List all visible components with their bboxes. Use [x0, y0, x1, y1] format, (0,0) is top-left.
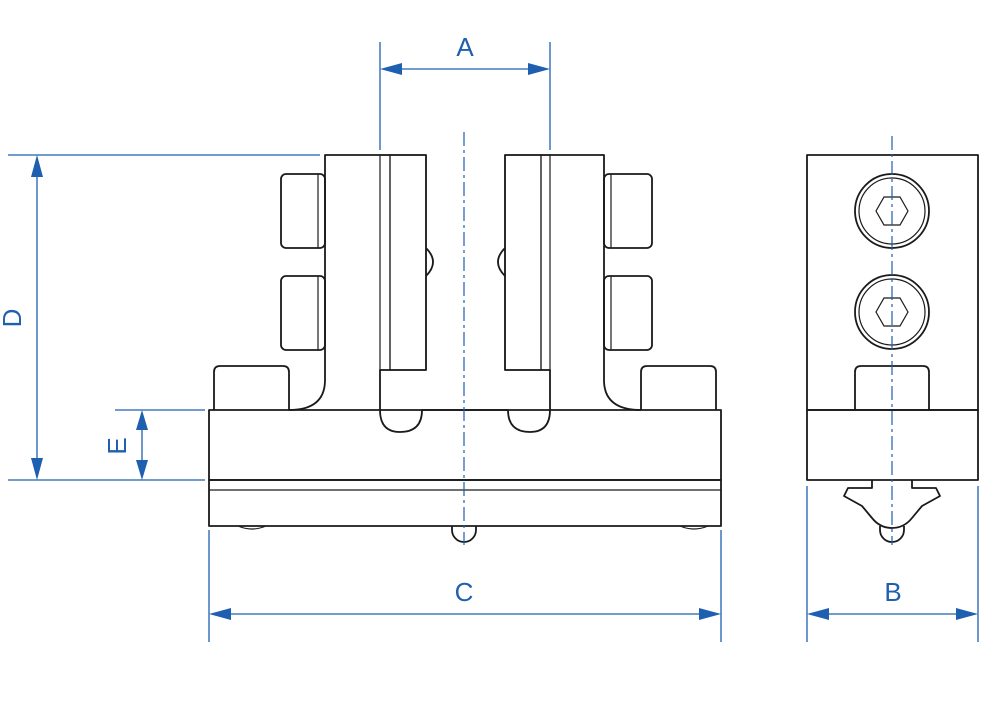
front-view [208, 132, 722, 545]
dimension-label-c: C [455, 577, 474, 607]
front-jaw-left [288, 154, 642, 433]
front-bolt-right-lower [603, 275, 653, 351]
dimension-b: B [806, 486, 979, 642]
front-jaw-plate-right-outer [540, 154, 551, 371]
front-bolt-left-upper [280, 173, 326, 249]
front-base-rail [208, 479, 722, 527]
front-base-block [208, 409, 722, 481]
front-bolt-left-lower [280, 275, 326, 351]
dimension-e: E [102, 409, 205, 480]
front-rail-foot-right [679, 525, 709, 530]
front-bolt-right-upper [603, 173, 653, 249]
front-jaw-bump-right [497, 247, 506, 277]
dimension-a: A [379, 32, 551, 150]
front-jaw-plate-left-inner [389, 154, 427, 371]
side-view [806, 136, 979, 545]
side-t-slot-nut [843, 480, 941, 529]
dimension-label-a: A [456, 32, 474, 62]
front-end-block-right [640, 365, 717, 410]
front-jaw-plate-right-inner [504, 154, 542, 371]
dimension-c: C [208, 530, 722, 642]
dimension-label-d: D [0, 309, 27, 328]
dimension-label-b: B [884, 577, 901, 607]
dimension-d: D [0, 154, 320, 481]
front-jaw-plate-left-outer [379, 154, 391, 371]
front-rail-foot-left [237, 525, 267, 530]
front-jaw-bump-left [425, 247, 434, 277]
dimension-label-e: E [102, 437, 132, 454]
front-end-block-left [213, 365, 290, 410]
